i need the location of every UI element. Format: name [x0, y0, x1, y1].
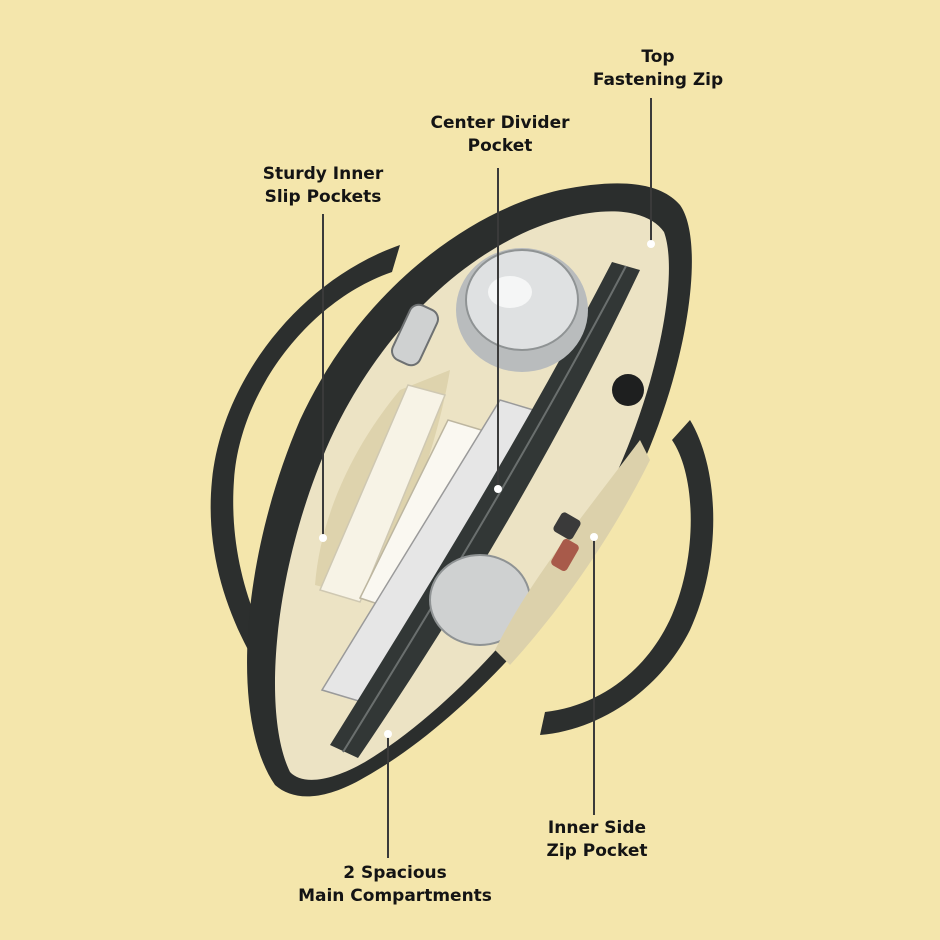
callout-line: Center Divider — [430, 113, 570, 133]
callout-line: Main Compartments — [298, 886, 492, 906]
lipstick — [553, 512, 581, 540]
center-divider — [330, 262, 640, 758]
callout-line: Slip Pockets — [264, 187, 382, 207]
callout-main-compartments: 2 Spacious Main Compartments — [282, 862, 508, 908]
callout-inner-side-zip-pocket: Inner Side Zip Pocket — [523, 817, 671, 863]
callout-center-divider-pocket: Center Divider Pocket — [412, 112, 588, 158]
divider-zip-line — [342, 265, 627, 753]
callout-line: Inner Side — [547, 818, 647, 838]
callout-line: Zip Pocket — [546, 841, 648, 861]
callout-line: Pocket — [467, 136, 533, 156]
callout-top-fastening-zip: Top Fastening Zip — [578, 46, 738, 92]
callout-line: Fastening Zip — [592, 70, 724, 90]
callout-sturdy-inner-slip-pockets: Sturdy Inner Slip Pockets — [245, 163, 401, 209]
callout-line: 2 Spacious — [343, 863, 447, 883]
perfume-cap — [612, 374, 644, 406]
right-handle — [540, 420, 714, 735]
callout-line: Sturdy Inner — [262, 164, 384, 184]
key-ring — [391, 303, 439, 367]
callout-line: Top — [641, 47, 675, 67]
notebook — [318, 384, 447, 603]
